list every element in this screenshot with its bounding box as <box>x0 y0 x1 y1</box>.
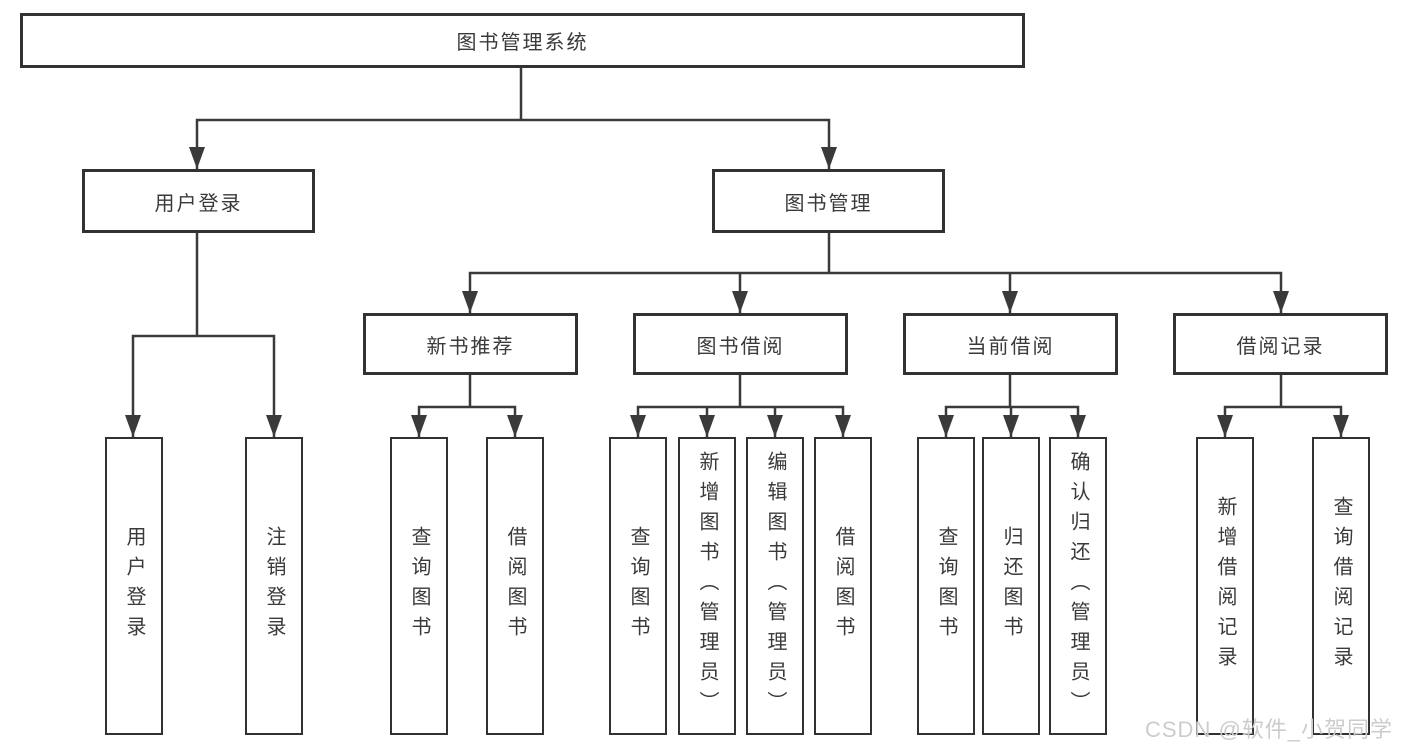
leaf-query-book-3: 查询图书 <box>917 437 975 735</box>
leaf-label: 确认归还（管理员） <box>1067 451 1089 721</box>
leaf-label: 用户登录 <box>123 526 145 646</box>
leaf-add-borrow-record: 新增借阅记录 <box>1196 437 1254 735</box>
leaf-label: 借阅图书 <box>832 526 854 646</box>
leaf-borrow-book-2: 借阅图书 <box>814 437 872 735</box>
leaf-label: 查询图书 <box>627 526 649 646</box>
arrowheads <box>125 147 1349 437</box>
leaf-label: 借阅图书 <box>504 526 526 646</box>
leaf-label: 查询借阅记录 <box>1330 496 1352 676</box>
node-borrow-records: 借阅记录 <box>1173 313 1388 375</box>
leaf-label: 新增图书（管理员） <box>696 451 718 721</box>
leaf-confirm-return-admin: 确认归还（管理员） <box>1049 437 1107 735</box>
node-book-borrow: 图书借阅 <box>633 313 848 375</box>
leaf-edit-book-admin: 编辑图书（管理员） <box>746 437 804 735</box>
csdn-watermark: CSDN @软件_小贺同学 <box>1145 717 1394 742</box>
leaf-label: 编辑图书（管理员） <box>764 451 786 721</box>
leaf-label: 查询图书 <box>935 526 957 646</box>
node-book-management: 图书管理 <box>712 169 945 233</box>
leaf-label: 归还图书 <box>1000 526 1022 646</box>
leaf-user-login: 用户登录 <box>105 437 163 735</box>
node-new-book-recommend: 新书推荐 <box>363 313 578 375</box>
node-current-borrow: 当前借阅 <box>903 313 1118 375</box>
node-library-system: 图书管理系统 <box>20 13 1025 68</box>
leaf-label: 新增借阅记录 <box>1214 496 1236 676</box>
leaf-return-book: 归还图书 <box>982 437 1040 735</box>
leaf-label: 查询图书 <box>408 526 430 646</box>
tree-edges <box>131 66 1343 439</box>
node-user-login: 用户登录 <box>82 169 315 233</box>
leaf-label: 注销登录 <box>263 526 285 646</box>
leaf-add-book-admin: 新增图书（管理员） <box>678 437 736 735</box>
leaf-borrow-book-1: 借阅图书 <box>486 437 544 735</box>
leaf-query-book-1: 查询图书 <box>390 437 448 735</box>
leaf-query-book-2: 查询图书 <box>609 437 667 735</box>
leaf-query-borrow-record: 查询借阅记录 <box>1312 437 1370 735</box>
leaf-logout: 注销登录 <box>245 437 303 735</box>
